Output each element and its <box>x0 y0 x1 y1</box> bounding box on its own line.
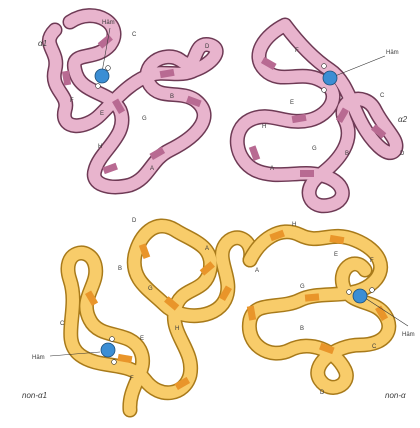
heme-label: Häm <box>402 332 415 338</box>
helix-label: H <box>98 144 102 150</box>
helix-label: H <box>292 222 296 228</box>
helix-label: E <box>334 252 338 258</box>
chain-label-beta1: non-α1 <box>22 391 47 400</box>
chain-label-alpha1: α1 <box>38 39 47 48</box>
helix-label: D <box>132 218 137 224</box>
heme-label: Häm <box>32 355 45 361</box>
helix-label: F <box>370 258 374 264</box>
heme-iron-icon <box>95 69 109 83</box>
helix-label: D <box>400 151 405 157</box>
helix-label: B <box>345 151 349 157</box>
helix-label: C <box>380 93 385 99</box>
helix-label: G <box>142 116 147 122</box>
helix-label: G <box>312 146 317 152</box>
helix-label: G <box>300 284 305 290</box>
helix-label: A <box>150 166 154 172</box>
chain-label-beta2: non-α <box>385 391 406 400</box>
heme-label: Häm <box>102 20 115 26</box>
heme-iron-icon <box>353 289 367 303</box>
helix-label: G <box>148 286 153 292</box>
alpha1-chain: C D F E B G H A Häm α1 <box>38 16 216 187</box>
chain-label-alpha2: α2 <box>398 115 408 124</box>
helix-label: H <box>262 124 266 130</box>
helix-label: E <box>140 336 144 342</box>
helix-label: F <box>70 98 74 104</box>
helix-label: B <box>118 266 122 272</box>
helix-label: E <box>290 100 294 106</box>
helix-label: F <box>130 376 134 382</box>
helix-label: C <box>60 321 65 327</box>
helix-label: B <box>300 326 304 332</box>
heme-iron-icon <box>101 343 115 357</box>
helix-label: E <box>100 111 104 117</box>
helix-label: B <box>170 94 174 100</box>
helix-label: C <box>372 344 377 350</box>
helix-label: A <box>270 166 274 172</box>
helix-label: A <box>255 268 259 274</box>
beta2-chain: H E A F G B C D Häm non-α <box>247 222 415 400</box>
helix-label: F <box>295 48 299 54</box>
helix-label: H <box>175 326 179 332</box>
heme-label: Häm <box>386 50 399 56</box>
helix-label: D <box>320 390 325 396</box>
helix-label: A <box>205 246 209 252</box>
beta1-chain: D A B G C E H F Häm non-α1 <box>22 218 251 410</box>
helix-label: D <box>205 44 210 50</box>
heme-iron-icon <box>323 71 337 85</box>
helix-label: C <box>132 32 137 38</box>
alpha2-chain: F E H G B A C D Häm α2 <box>237 25 407 206</box>
